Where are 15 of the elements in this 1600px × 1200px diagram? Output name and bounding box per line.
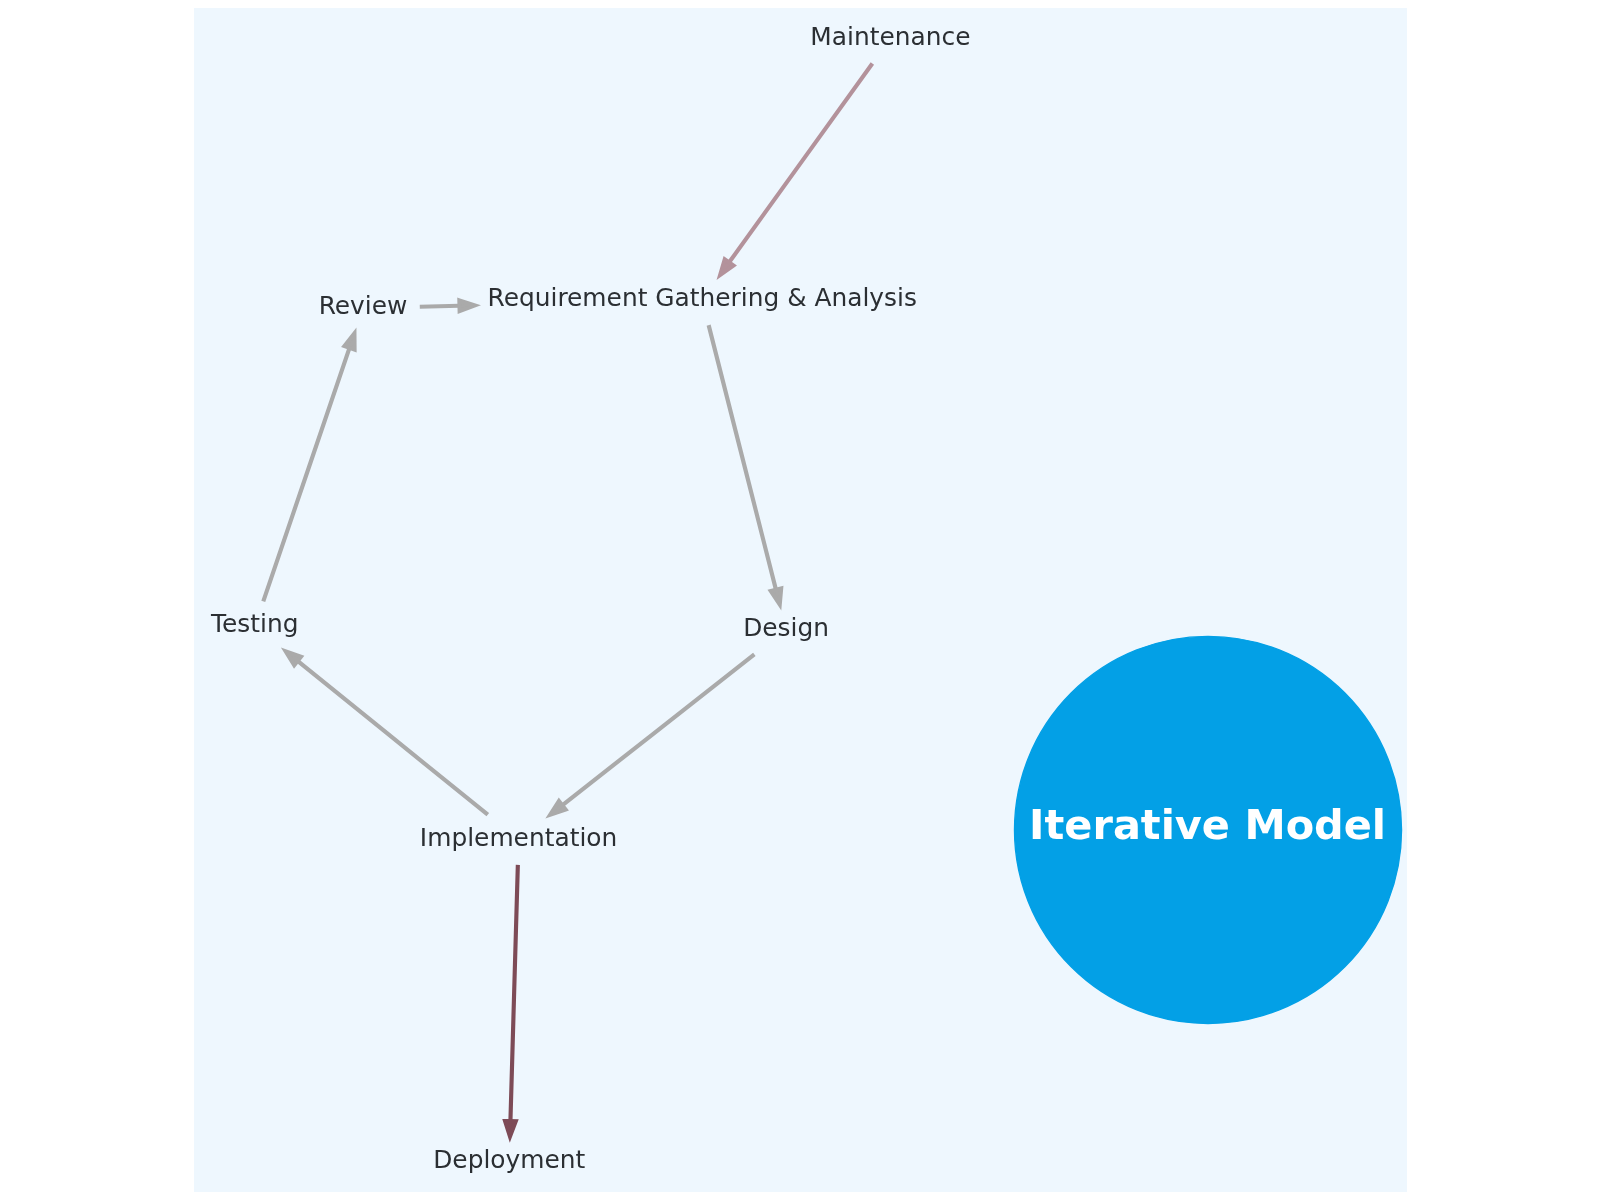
node-text: Requirement Gathering & Analysis — [487, 282, 917, 312]
node-text: Implementation — [419, 822, 617, 852]
arrow — [716, 62, 874, 280]
arrow — [501, 864, 520, 1143]
arrow — [260, 327, 357, 603]
node-text: Testing — [210, 609, 298, 639]
arrow — [419, 297, 481, 315]
node-text: Deployment — [432, 1144, 585, 1174]
node-text: Review — [318, 291, 407, 321]
arrow — [280, 647, 489, 817]
node-text: Maintenance — [809, 21, 970, 51]
arrow — [706, 324, 783, 611]
arrow — [544, 652, 756, 819]
node-circle: Iterative Model — [1013, 635, 1402, 1025]
node-text: Design — [742, 612, 829, 642]
